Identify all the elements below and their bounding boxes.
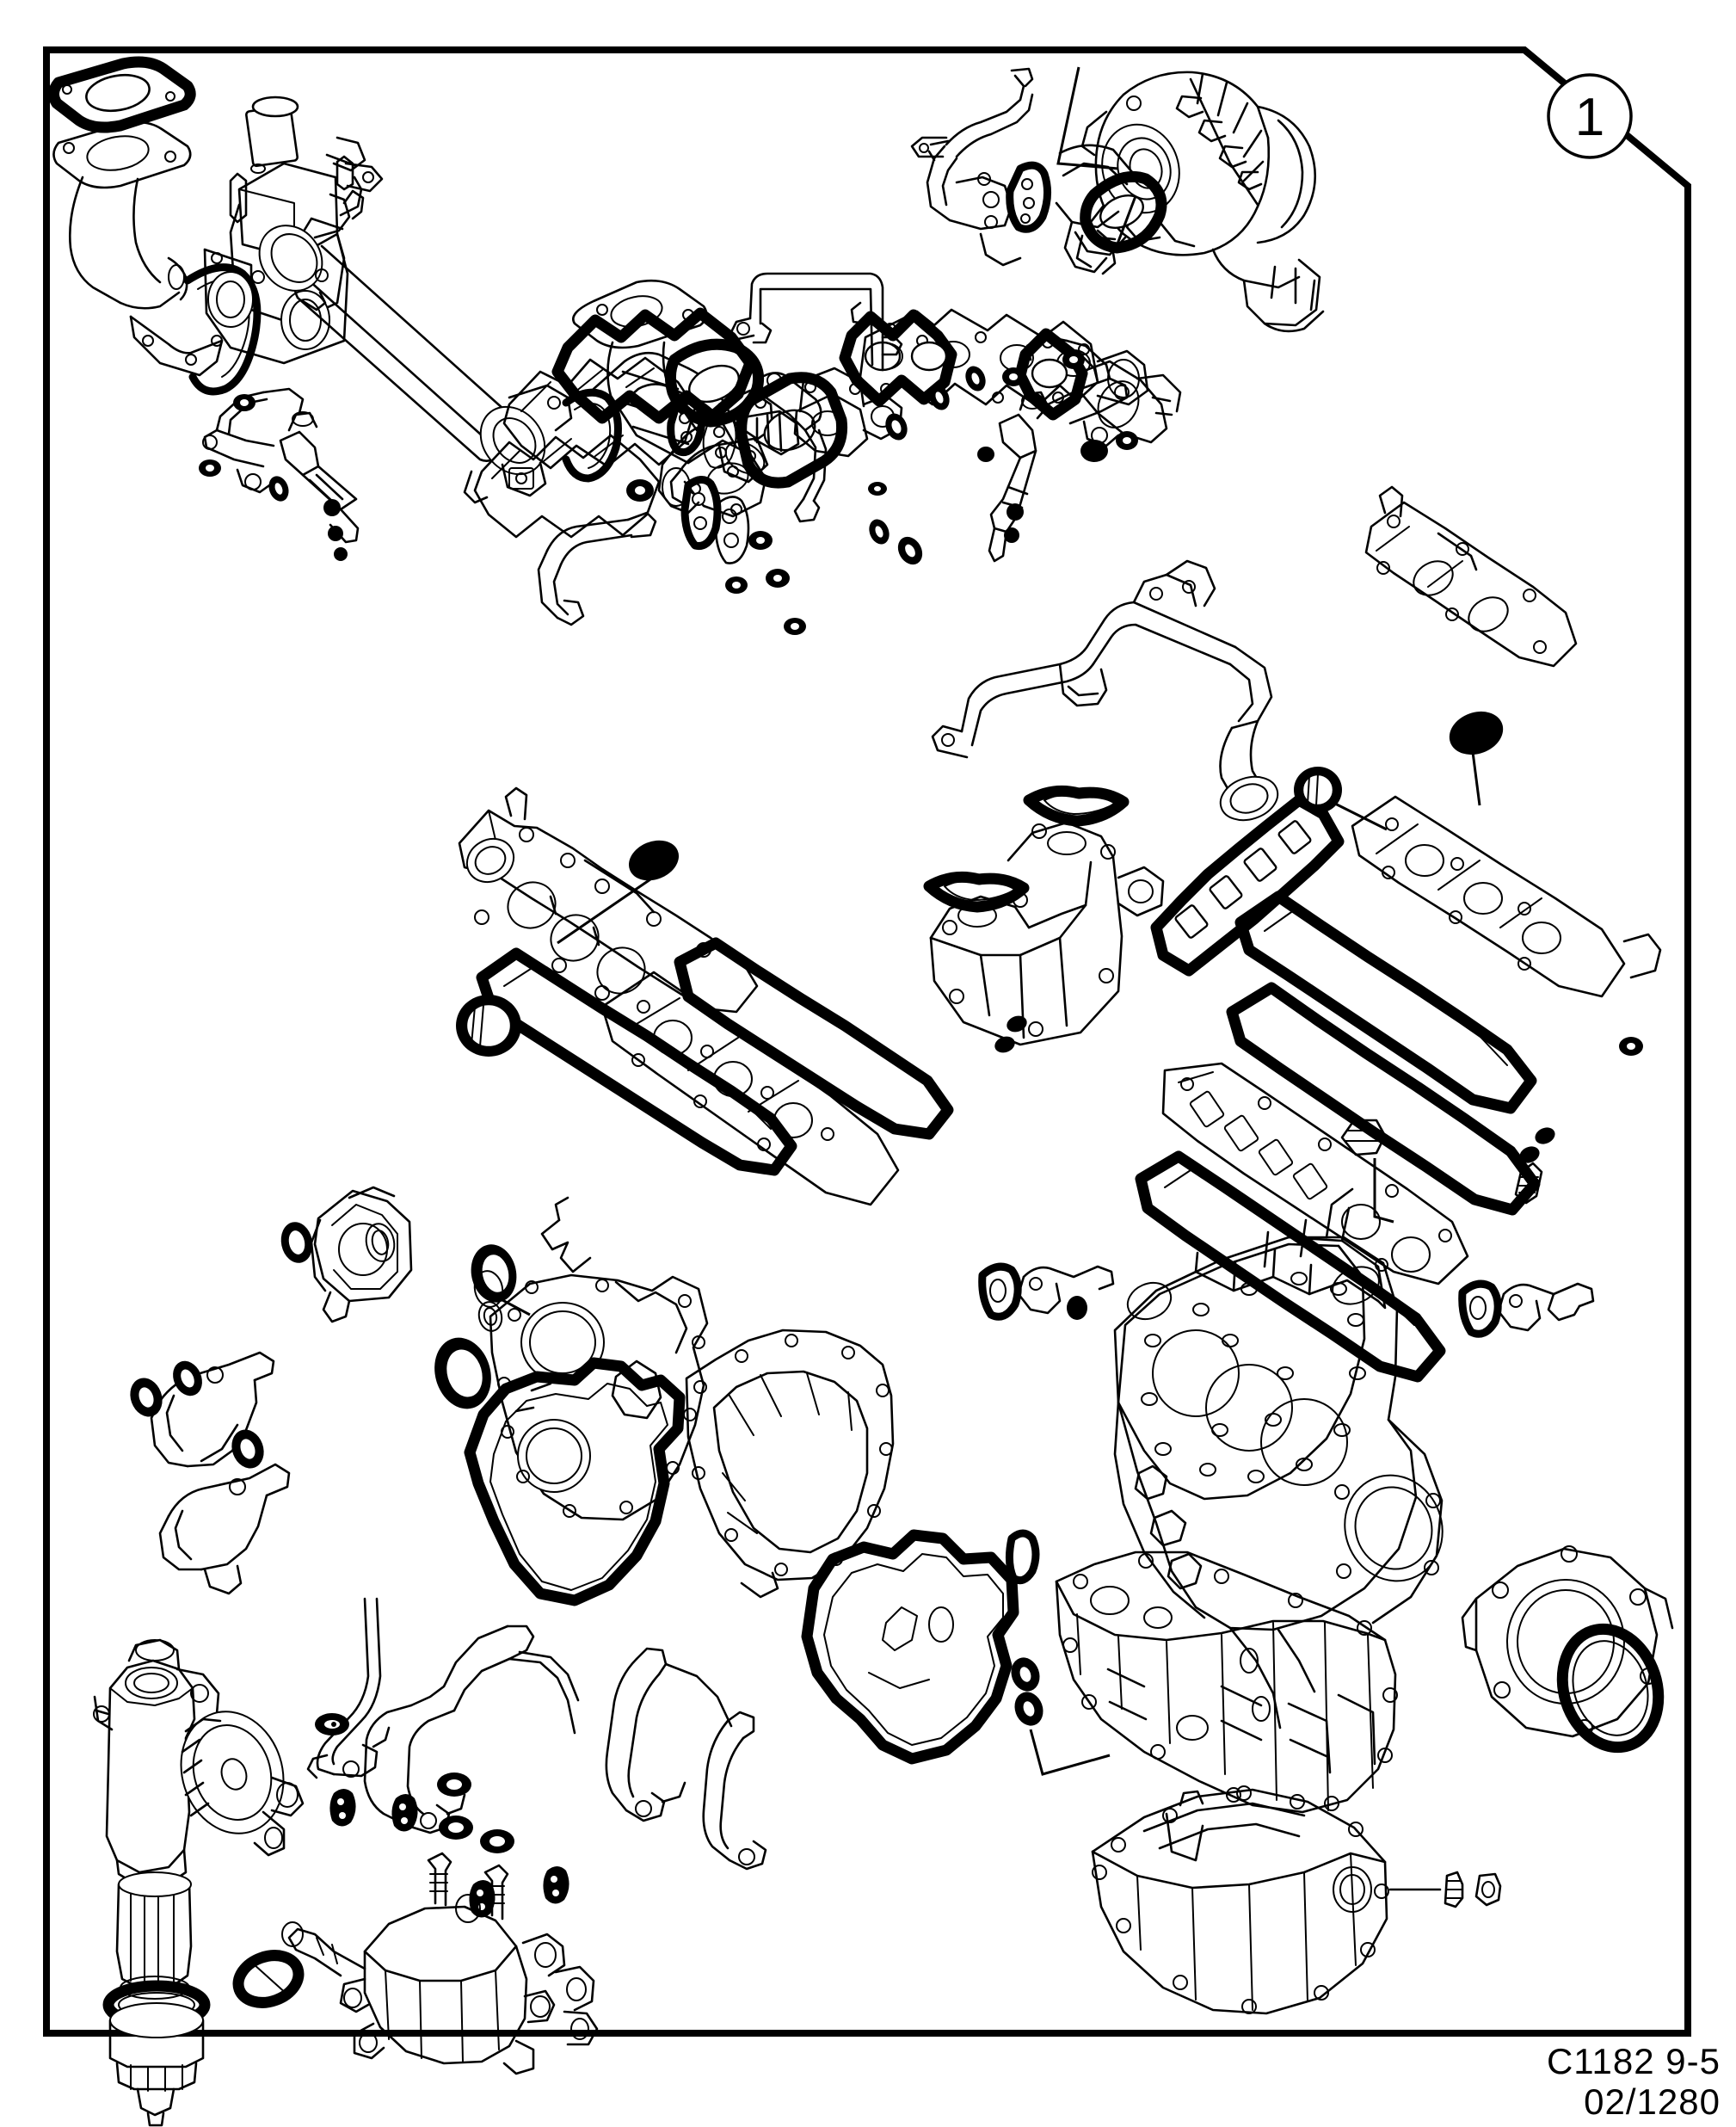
part-thermostat-seal	[280, 1222, 396, 1263]
part-vacuum-pipe-upper	[729, 272, 903, 372]
part-oil-pump-gasket	[801, 1529, 1019, 1765]
part-egr-cooler-tube	[250, 163, 573, 504]
callout-number: 1	[1574, 87, 1605, 147]
part-head-gasket-right-lower	[1135, 1150, 1446, 1383]
part-oil-drain-plug	[1388, 1871, 1502, 1908]
part-misc-seals	[626, 479, 1643, 1056]
part-timing-group	[130, 1186, 1019, 1765]
part-intake-crossover-pipe	[931, 559, 1279, 822]
part-timing-housing-rear	[685, 1329, 895, 1599]
part-coolant-elbow-left	[978, 1262, 1115, 1321]
footer: C1182 9-5 02/1280	[1547, 2041, 1721, 2122]
part-coolant-hose-lower-left	[158, 1463, 291, 1595]
part-banjo-washer-cluster	[329, 1789, 569, 1918]
part-turbocharger-assembly	[1080, 71, 1325, 333]
part-exhaust-flange-gasket-upper-left	[48, 56, 196, 133]
part-valve-cover-right	[1364, 485, 1578, 668]
part-intake-manifold-gasket-right	[1150, 794, 1345, 977]
part-fuel-injector-left	[199, 387, 360, 561]
part-water-pump-seal-cluster	[434, 1196, 592, 1409]
part-coolant-pipe-left	[130, 1351, 275, 1469]
part-cylinder-head-right-lower	[1161, 1062, 1469, 1285]
part-fuel-injector-right	[977, 334, 1138, 563]
part-valve-cover-gasket-left	[476, 947, 797, 1176]
part-high-pressure-fuel-pump	[281, 1852, 599, 2075]
part-cylinder-head-right	[1351, 795, 1662, 998]
part-intake-seal-cluster	[868, 366, 986, 565]
part-intake-manifold-left	[473, 356, 697, 539]
part-oil-filter-group	[93, 1638, 305, 2127]
part-fuel-pump-o-ring	[232, 1950, 305, 2008]
part-fuel-feed-line-a	[306, 1597, 391, 1779]
part-intake-manifold-gasket-left	[551, 307, 756, 424]
part-oil-cooler	[180, 1711, 305, 1857]
part-pan-seal-pair	[1011, 1657, 1111, 1776]
part-turbo-support-bracket	[1063, 220, 1117, 275]
part-timing-cover-front	[477, 1273, 709, 1521]
part-thermostat-housing	[310, 1186, 413, 1323]
part-valve-cover-gasket-right	[1234, 891, 1537, 1114]
part-head-gasket-left	[674, 937, 954, 1140]
part-intake-group	[473, 307, 1345, 1046]
part-engine-block-v6	[1113, 1187, 1444, 1729]
part-camshaft-seal-right	[1294, 711, 1504, 831]
part-camshaft-seal-left	[456, 995, 521, 1057]
part-rear-main-seal-housing	[1461, 1545, 1674, 1738]
part-fuel-feed-line-b	[363, 1625, 580, 1853]
part-vacuum-hose-lower	[757, 372, 828, 523]
diagram-frame	[43, 46, 1691, 2037]
part-crossover-gasket-left	[923, 871, 1030, 913]
part-cylinder-head-left	[458, 786, 759, 1014]
part-oil-filter-cap	[108, 2002, 205, 2127]
part-crossover-gasket-right	[1023, 785, 1130, 827]
part-egr-valve-assembly	[203, 96, 384, 365]
footer-part-number: C1182 9-5	[1546, 2040, 1721, 2081]
part-square-gasket-pair	[680, 476, 750, 564]
part-turbocharger-group	[910, 66, 1325, 333]
part-coolant-elbow-right	[1458, 1279, 1595, 1338]
part-sump-group	[1005, 1529, 1674, 2015]
part-oil-pan-upper	[1055, 1551, 1398, 1814]
callout-circle-1	[1547, 73, 1633, 159]
part-intake-manifold-lower	[929, 821, 1165, 1046]
part-fuel-pump-group	[232, 1597, 767, 2075]
part-oval-gasket-small-b	[702, 414, 737, 469]
part-rear-main-seal	[1556, 1623, 1665, 1754]
part-sump-gasket-left-seal	[1005, 1529, 1040, 1585]
part-exhaust-elbow-right	[1075, 360, 1182, 444]
part-fuel-return-line	[605, 1647, 733, 1822]
part-turbo-oil-feed-line	[910, 67, 1034, 267]
part-oil-pan-lower	[1091, 1787, 1389, 2015]
part-intake-boot-hose	[657, 410, 800, 515]
part-oil-filter-element	[115, 1871, 193, 2000]
part-timing-cover-gasket	[464, 1357, 686, 1606]
part-egr-assembly	[48, 56, 774, 504]
footer-date-code: 02/1280	[1584, 2081, 1721, 2122]
part-head-gasket-right-upper	[1226, 982, 1541, 1216]
part-fuel-line-washer-a	[331, 1722, 336, 1727]
part-oil-filler-seal-left	[557, 840, 680, 945]
part-breather-hose-left	[537, 511, 657, 626]
part-fuel-rail-line	[702, 1711, 767, 1871]
part-throttle-body	[793, 367, 903, 458]
part-egr-pipe-flange-gasket-right	[664, 338, 764, 428]
part-exhaust-downpipe-flange	[52, 120, 224, 377]
callout-label-wrap: 1	[1548, 84, 1631, 150]
part-exhaust-elbow-gasket	[1014, 328, 1088, 421]
part-cylinder-head-group	[456, 485, 1662, 1383]
part-turbo-oil-return-gasket	[1006, 161, 1051, 233]
part-head-bolt-dowel	[1514, 1127, 1555, 1205]
part-fuel-injector-group	[199, 334, 1138, 563]
part-oil-filter-housing	[93, 1638, 305, 1886]
